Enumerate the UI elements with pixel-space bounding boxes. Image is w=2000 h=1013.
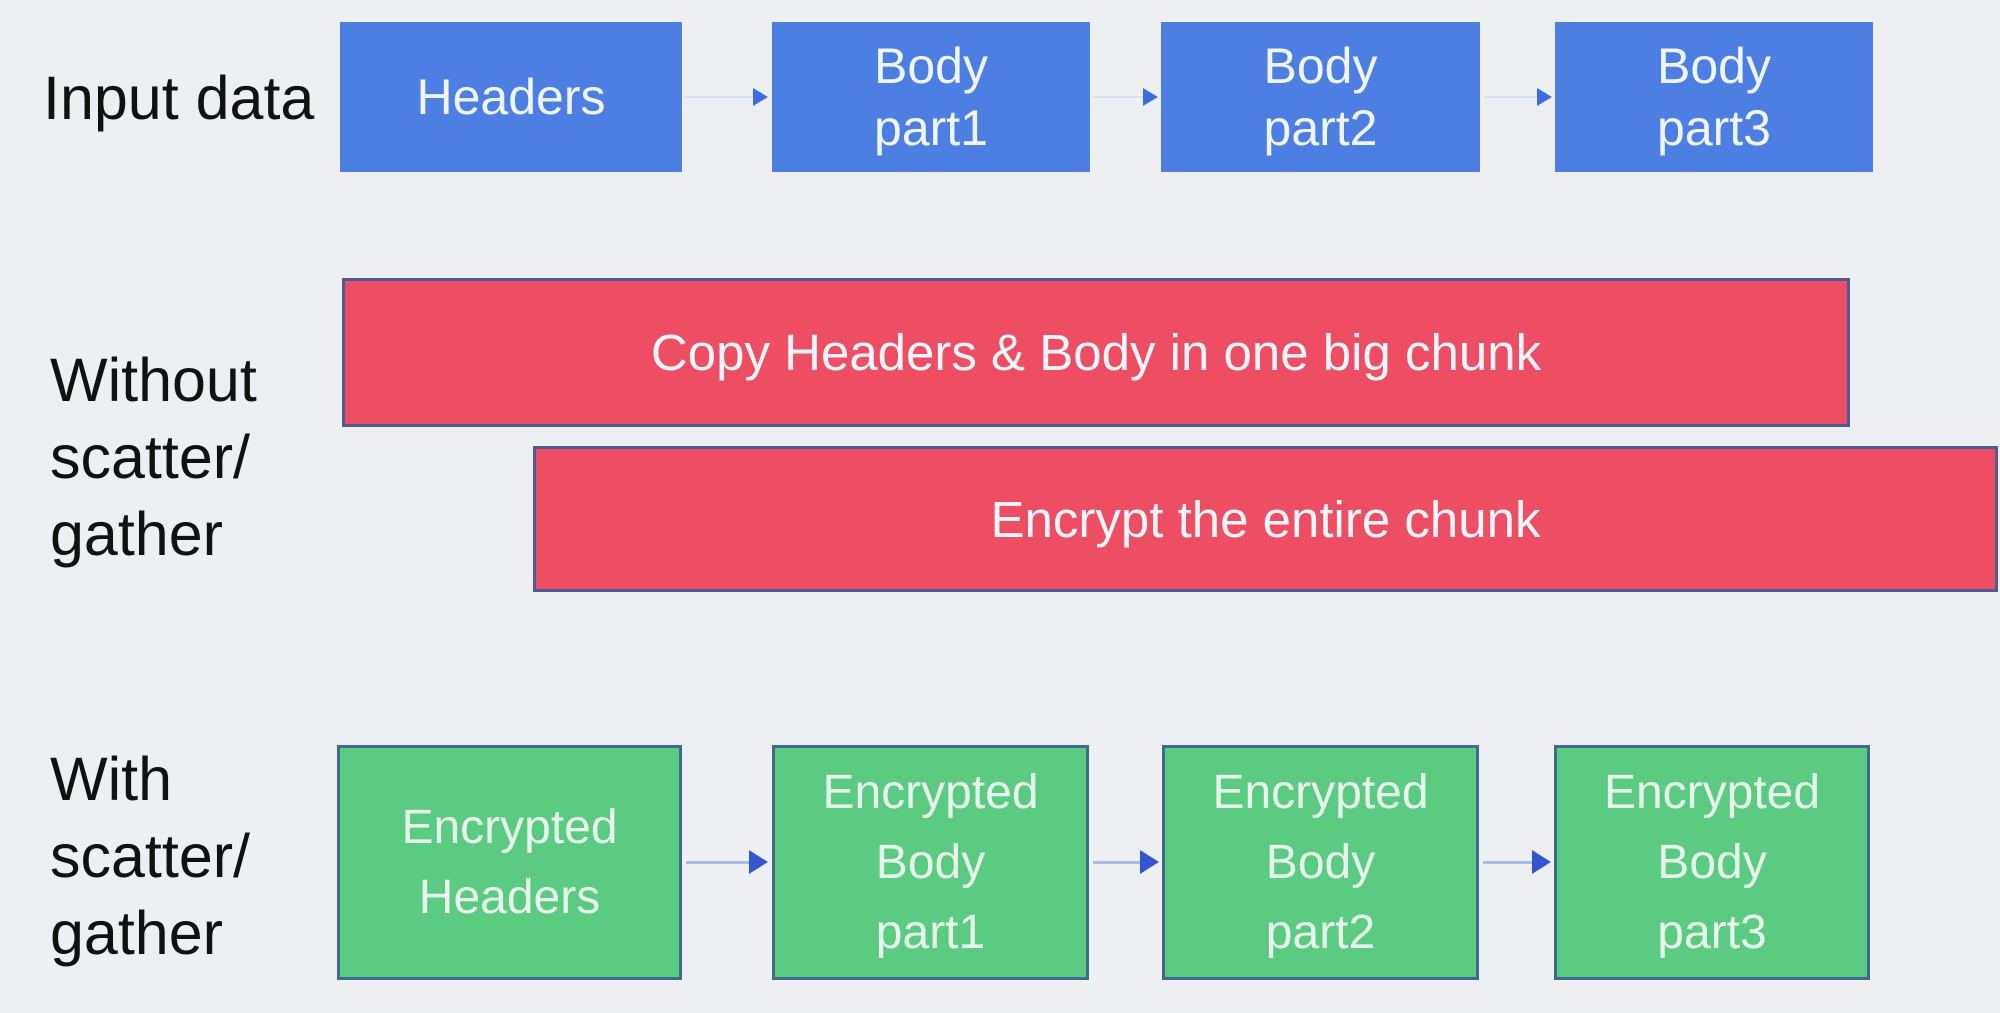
arrow-head-icon <box>1532 850 1551 874</box>
encrypt-chunk-box: Encrypt the entire chunk <box>533 446 1998 592</box>
encrypted-body-part1-box: Encrypted Body part1 <box>772 745 1089 980</box>
copy-chunk-box: Copy Headers & Body in one big chunk <box>342 278 1850 427</box>
arrow-right-icon <box>1483 849 1551 875</box>
body-part2-box: Body part2 <box>1161 22 1480 172</box>
arrow-line <box>1484 96 1537 98</box>
arrow-line <box>1094 96 1143 98</box>
encrypted-body-part3-box: Encrypted Body part3 <box>1554 745 1870 980</box>
arrow-right-icon <box>684 87 768 107</box>
encrypted-headers-box: Encrypted Headers <box>337 745 682 980</box>
arrow-right-icon <box>686 849 768 875</box>
arrow-line <box>1483 860 1532 864</box>
arrow-head-icon <box>1143 88 1158 106</box>
arrow-line <box>1093 860 1140 864</box>
body-part1-box: Body part1 <box>772 22 1090 172</box>
without-scatter-gather-label: Without scatter/ gather <box>50 346 257 568</box>
arrow-right-icon <box>1093 849 1159 875</box>
arrow-line <box>684 96 753 98</box>
input-data-label: Input data <box>43 64 315 132</box>
arrow-head-icon <box>1140 850 1159 874</box>
arrow-head-icon <box>753 88 768 106</box>
with-scatter-gather-label: With scatter/ gather <box>50 745 251 967</box>
headers-box: Headers <box>340 22 682 172</box>
arrow-line <box>686 860 749 864</box>
encrypted-body-part2-box: Encrypted Body part2 <box>1162 745 1479 980</box>
body-part3-box: Body part3 <box>1555 22 1873 172</box>
arrow-right-icon <box>1094 87 1158 107</box>
arrow-head-icon <box>1537 88 1552 106</box>
arrow-right-icon <box>1484 87 1552 107</box>
arrow-head-icon <box>749 850 768 874</box>
